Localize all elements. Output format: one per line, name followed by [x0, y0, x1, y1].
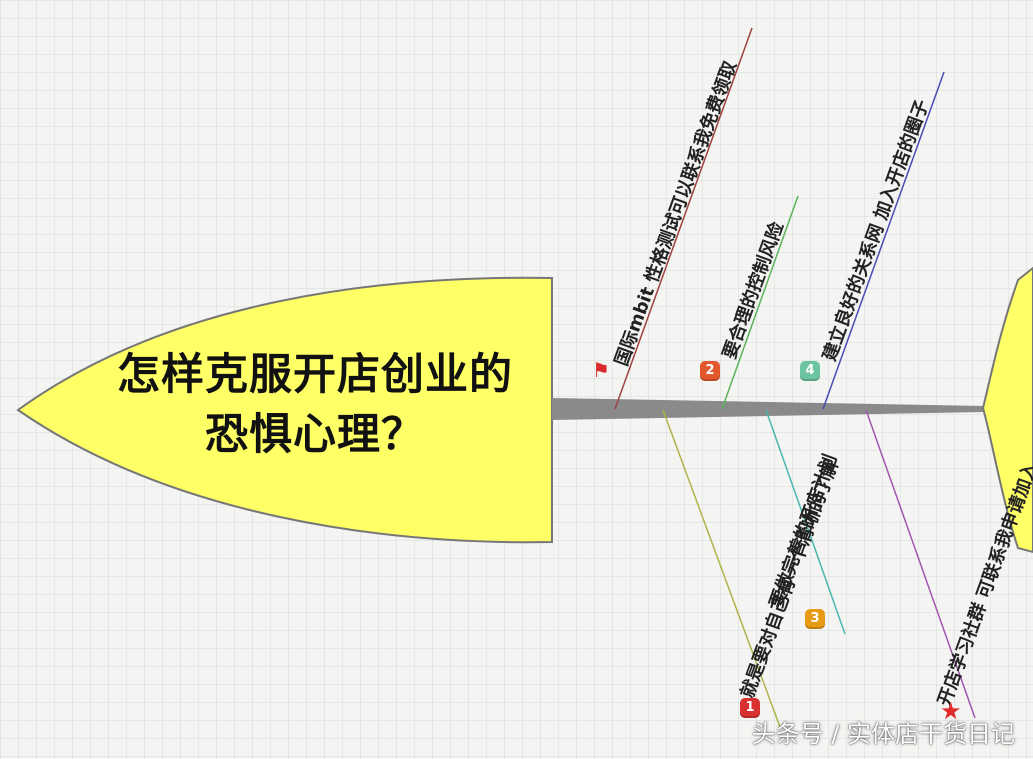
star-icon: ★ [940, 697, 962, 725]
central-topic-line-1: 怎样克服开店创业的 [117, 350, 513, 400]
fish-head-shape[interactable] [16, 276, 553, 544]
bone-flag [614, 27, 753, 410]
priority-4-icon: 4 [800, 361, 820, 381]
flag-icon: ⚑ [592, 358, 610, 382]
fish-spine [552, 398, 985, 420]
watermark: 头条号 / 实体店干货日记 [751, 720, 1015, 748]
priority-1-icon: 1 [740, 698, 760, 718]
bone-2 [721, 195, 799, 410]
bone-4 [822, 71, 945, 410]
priority-3-icon: 3 [805, 609, 825, 629]
bone-3 [765, 409, 846, 635]
bone-star [865, 409, 976, 719]
fish-tail-shape[interactable] [981, 266, 1033, 554]
priority-2-icon: 2 [700, 361, 720, 381]
central-topic-line-2: 恐惧心理？ [205, 410, 425, 460]
bone-1 [662, 409, 781, 728]
central-topic[interactable]: 怎样克服开店创业的 恐惧心理？ [70, 345, 560, 465]
